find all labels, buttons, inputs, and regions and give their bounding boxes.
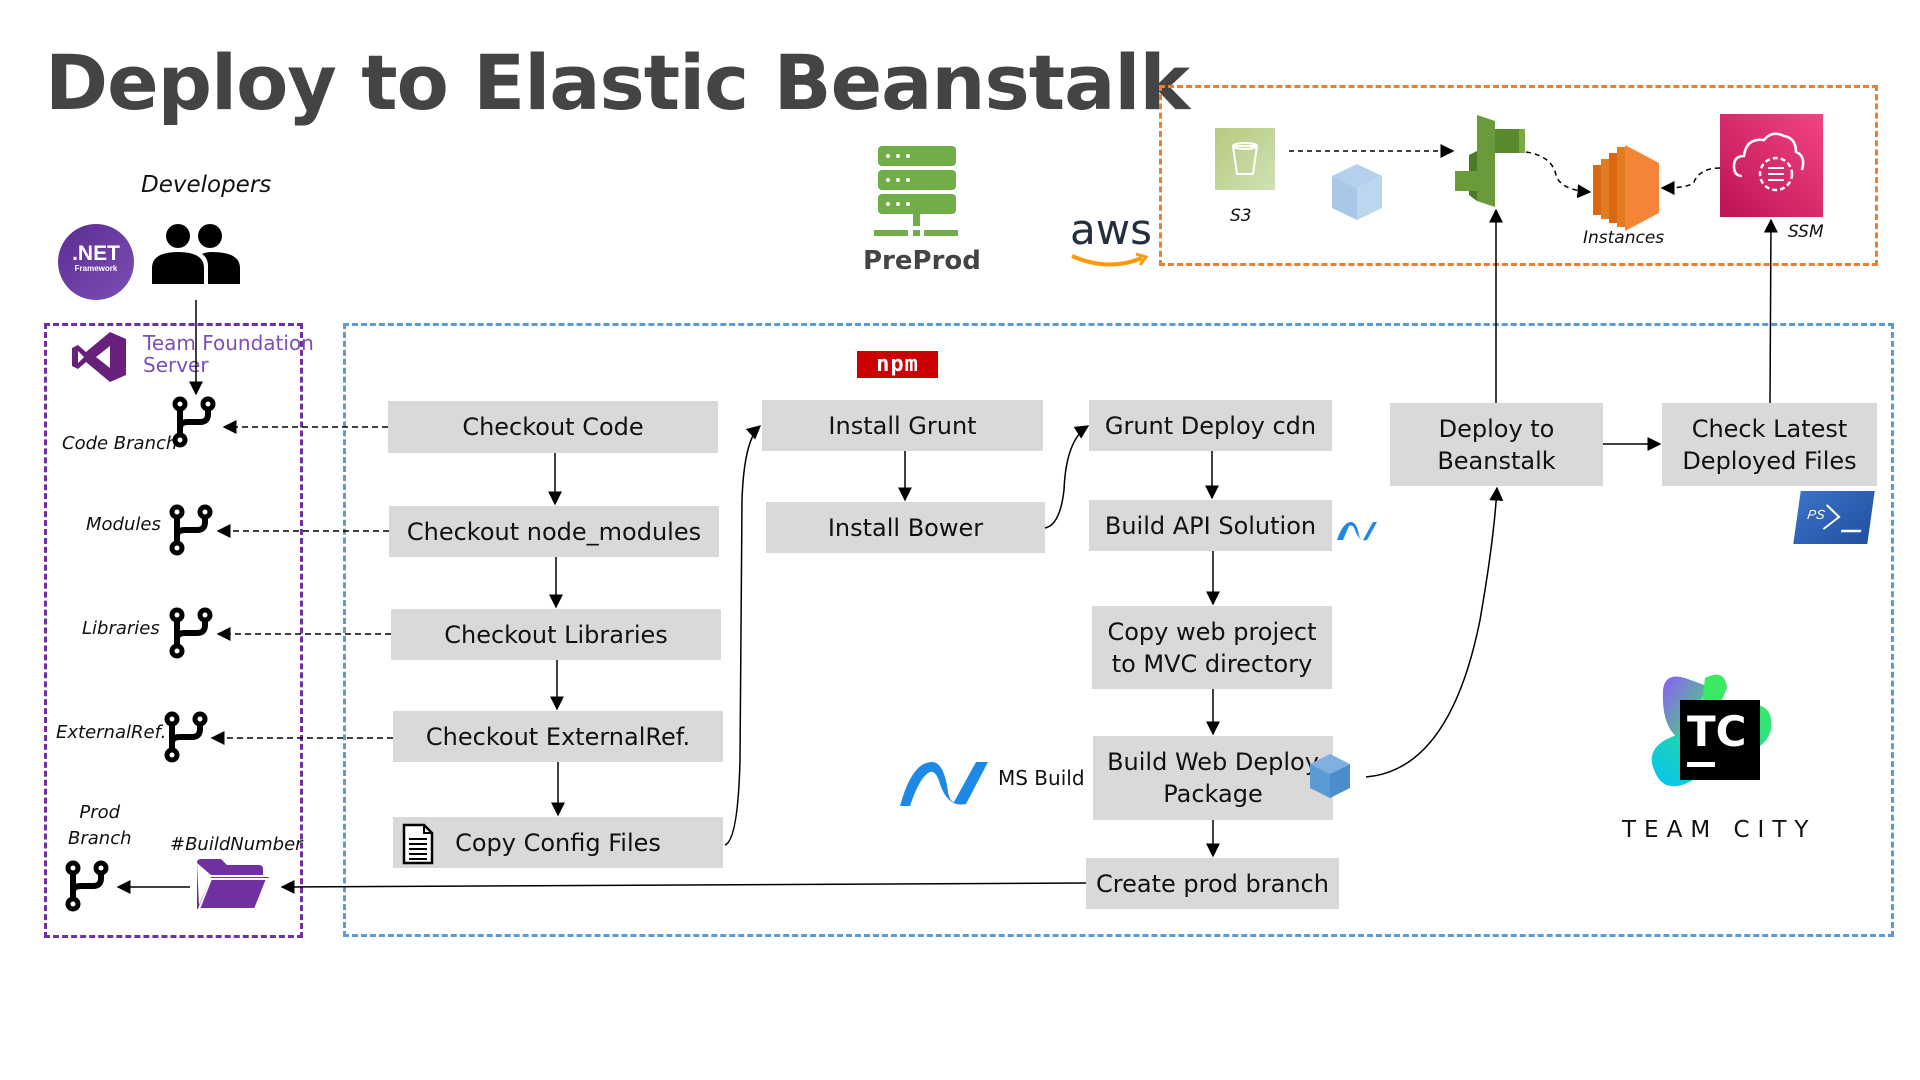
step-check-latest-line2: Deployed Files bbox=[1682, 446, 1857, 475]
step-deploy-beanstalk-line1: Deploy to bbox=[1438, 414, 1555, 443]
step-copy-web-project[interactable]: Copy web project to MVC directory bbox=[1092, 606, 1332, 689]
s3-bucket-icon bbox=[1215, 128, 1275, 190]
tfs-container bbox=[44, 323, 303, 938]
dotnet-badge-text: .NET bbox=[72, 242, 120, 265]
branch-label-libraries: Libraries bbox=[82, 618, 160, 639]
prod-branch-label-line2: Branch bbox=[68, 828, 132, 849]
branch-label-externalref: ExternalRef. bbox=[56, 722, 167, 743]
step-copy-web-project-line1: Copy web project bbox=[1107, 617, 1317, 646]
build-number-label: #BuildNumber bbox=[170, 834, 303, 855]
step-build-web-deploy-line2: Package bbox=[1163, 780, 1263, 808]
step-check-latest-line1: Check Latest bbox=[1691, 414, 1848, 443]
branch-label-code: Code Branch bbox=[62, 433, 178, 454]
tfs-title: Team Foundation Server bbox=[143, 332, 314, 376]
instances-label: Instances bbox=[1583, 228, 1665, 248]
step-install-bower[interactable]: Install Bower bbox=[766, 502, 1045, 553]
step-build-api-solution[interactable]: Build API Solution bbox=[1089, 500, 1332, 551]
developers-label: Developers bbox=[141, 172, 272, 198]
ssm-icon bbox=[1720, 114, 1823, 217]
step-check-latest-deployed-files[interactable]: Check Latest Deployed Files bbox=[1662, 403, 1877, 486]
package-icon-light bbox=[1332, 164, 1382, 220]
page-title: Deploy to Elastic Beanstalk bbox=[45, 38, 1190, 127]
step-grunt-deploy-cdn[interactable]: Grunt Deploy cdn bbox=[1089, 400, 1332, 451]
branch-label-modules: Modules bbox=[86, 514, 161, 535]
developers-group-icon bbox=[152, 224, 240, 284]
dotnet-framework-icon: .NET Framework bbox=[58, 224, 134, 300]
visual-studio-icon bbox=[72, 332, 126, 382]
dotnet-swoosh-icon-small bbox=[1337, 522, 1377, 541]
npm-logo: npm bbox=[857, 351, 938, 378]
ssm-label: SSM bbox=[1788, 222, 1824, 242]
step-build-web-deploy-line1: Build Web Deploy bbox=[1107, 748, 1319, 776]
prod-branch-label: Prod Branch bbox=[68, 800, 132, 852]
document-icon bbox=[402, 823, 434, 865]
aws-container bbox=[1159, 85, 1878, 266]
teamcity-pipeline-container bbox=[343, 323, 1894, 937]
aws-logo: aws bbox=[1070, 205, 1152, 254]
step-checkout-libraries[interactable]: Checkout Libraries bbox=[391, 609, 721, 660]
dotnet-badge-sub: Framework bbox=[74, 264, 118, 273]
step-build-web-deploy-package[interactable]: Build Web Deploy Package bbox=[1093, 736, 1333, 820]
step-checkout-code[interactable]: Checkout Code bbox=[388, 401, 718, 453]
step-create-prod-branch[interactable]: Create prod branch bbox=[1086, 858, 1339, 909]
tfs-title-line1: Team Foundation bbox=[143, 331, 314, 355]
step-copy-web-project-line2: to MVC directory bbox=[1111, 649, 1313, 678]
teamcity-label: TEAM CITY bbox=[1622, 817, 1817, 843]
powershell-icon: PS bbox=[1793, 491, 1875, 544]
elastic-beanstalk-icon bbox=[1455, 115, 1525, 207]
s3-label: S3 bbox=[1230, 206, 1252, 226]
tfs-title-line2: Server bbox=[143, 353, 209, 377]
prod-branch-label-line1: Prod bbox=[79, 802, 121, 823]
step-checkout-node-modules[interactable]: Checkout node_modules bbox=[389, 506, 719, 557]
package-icon bbox=[1310, 754, 1350, 798]
step-deploy-beanstalk-line2: Beanstalk bbox=[1437, 446, 1556, 475]
preprod-server-icon bbox=[874, 146, 958, 236]
aws-smile-icon bbox=[1071, 252, 1149, 267]
step-copy-config-files[interactable]: Copy Config Files bbox=[393, 817, 723, 868]
step-copy-config-files-label: Copy Config Files bbox=[455, 828, 661, 857]
folder-icon bbox=[197, 859, 269, 910]
teamcity-logo-icon: TC bbox=[1651, 674, 1772, 787]
ec2-instances-icon bbox=[1593, 145, 1659, 231]
preprod-label: PreProd bbox=[863, 246, 981, 276]
step-checkout-externalref[interactable]: Checkout ExternalRef. bbox=[393, 711, 723, 762]
step-install-grunt[interactable]: Install Grunt bbox=[762, 400, 1043, 451]
step-deploy-to-beanstalk[interactable]: Deploy to Beanstalk bbox=[1390, 403, 1603, 486]
svg-text:TC: TC bbox=[1687, 707, 1746, 756]
msbuild-icon bbox=[900, 762, 988, 806]
msbuild-label: MS Build bbox=[998, 766, 1085, 790]
